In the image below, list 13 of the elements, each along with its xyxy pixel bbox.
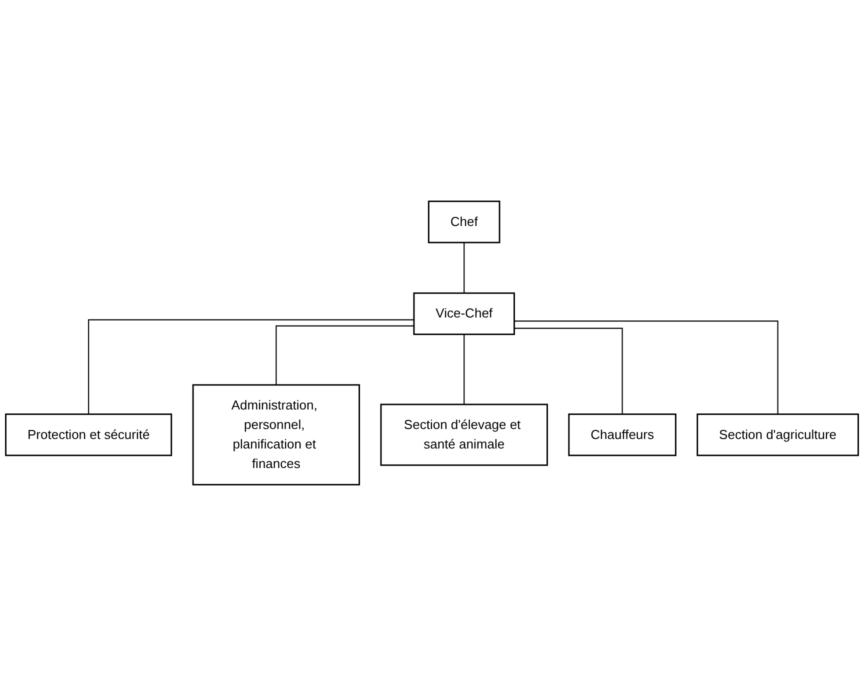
node-box: Chef <box>428 200 500 244</box>
node-box: Protection et sécurité <box>5 413 172 456</box>
connector <box>88 319 414 414</box>
node-box: Chauffeurs <box>568 413 676 456</box>
node-box: Vice-Chef <box>413 292 515 336</box>
node-box: Section d'élevage et santé animale <box>380 404 548 466</box>
connector <box>276 325 414 385</box>
connector <box>514 328 623 414</box>
connector <box>464 334 465 404</box>
connector <box>514 320 778 414</box>
node-box: Administration, personnel, planification et finances <box>192 384 360 486</box>
connector <box>464 242 465 294</box>
node-box: Section d'agriculture <box>696 413 859 456</box>
